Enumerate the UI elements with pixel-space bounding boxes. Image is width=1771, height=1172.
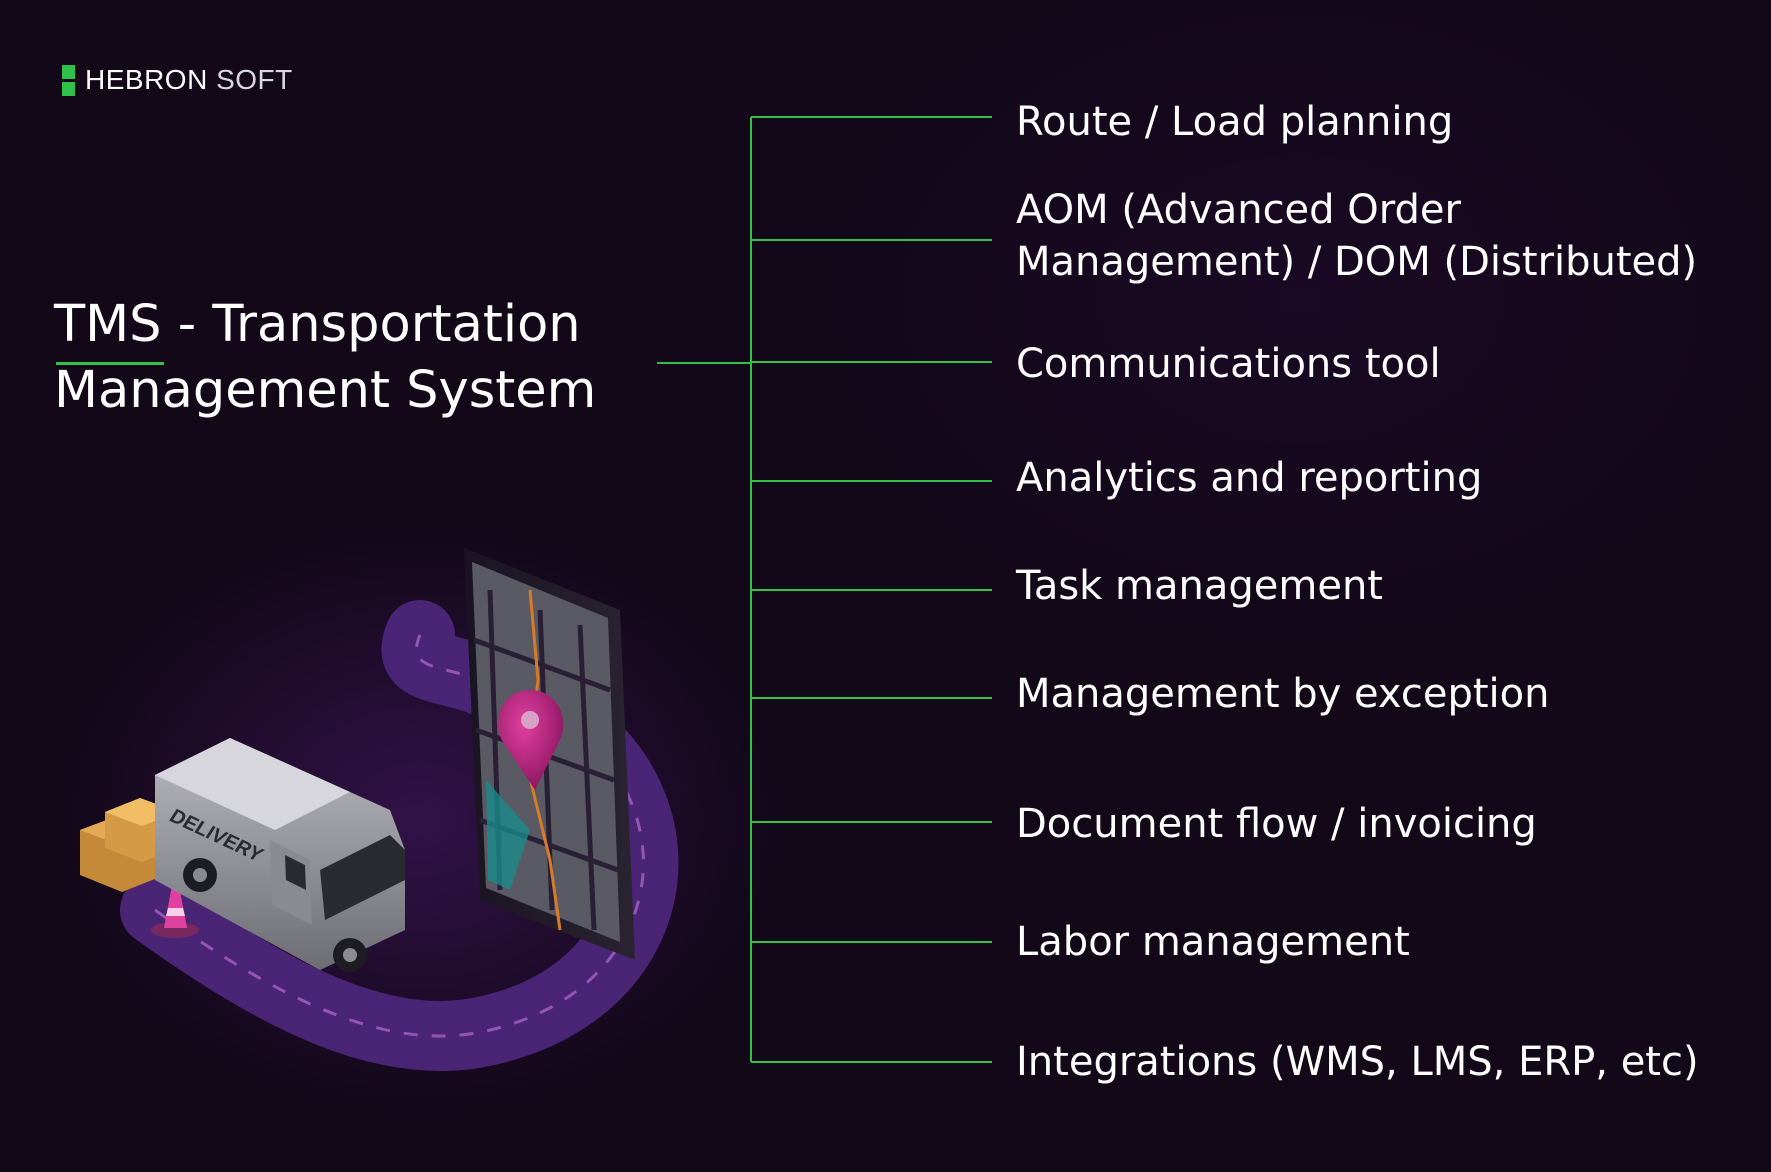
logo-suffix: SOFT [216,64,293,95]
feature-docs: Document flow / invoicing [1016,798,1537,850]
main-title-line-2: Management System [54,361,597,420]
feature-route-line-1: Route / Load planning [1016,99,1454,145]
traffic-cone-icon [151,880,199,938]
feature-exception: Management by exception [1016,668,1549,720]
phone-icon [464,548,635,960]
feature-aom-line-1: AOM (Advanced Order [1016,187,1461,233]
title-accent-underline [56,362,164,365]
feature-docs-line-1: Document flow / invoicing [1016,801,1537,847]
delivery-van-icon: DELIVERY [155,738,405,972]
main-title: TMS - Transportation Management System [54,292,674,424]
location-pin-icon [498,690,564,790]
feature-integrations-line-1: Integrations (WMS, LMS, ERP, etc) [1016,1039,1699,1085]
feature-labor-line-1: Labor management [1016,919,1410,965]
feature-route: Route / Load planning [1016,96,1453,148]
feature-labor: Labor management [1016,916,1410,968]
feature-integrations: Integrations (WMS, LMS, ERP, etc) [1016,1036,1699,1088]
main-title-line-1: TMS - Transportation [54,295,581,354]
logo-wordmark: HEBRON SOFT [85,64,293,96]
feature-comms: Communications tool [1016,338,1441,390]
feature-comms-line-1: Communications tool [1016,341,1441,387]
feature-analytics: Analytics and reporting [1016,452,1482,504]
feature-exception-line-1: Management by exception [1016,671,1550,717]
delivery-illustration: DELIVERY [80,548,679,1071]
hebron-soft-logo: HEBRON SOFT [62,64,293,96]
feature-aom-line-2: Management) / DOM (Distributed) [1016,239,1698,285]
feature-tasks-line-1: Task management [1016,563,1383,609]
logo-mark-icon [62,64,75,96]
feature-analytics-line-1: Analytics and reporting [1016,455,1483,501]
feature-tasks: Task management [1016,560,1383,612]
logo-brand: HEBRON [85,64,208,95]
